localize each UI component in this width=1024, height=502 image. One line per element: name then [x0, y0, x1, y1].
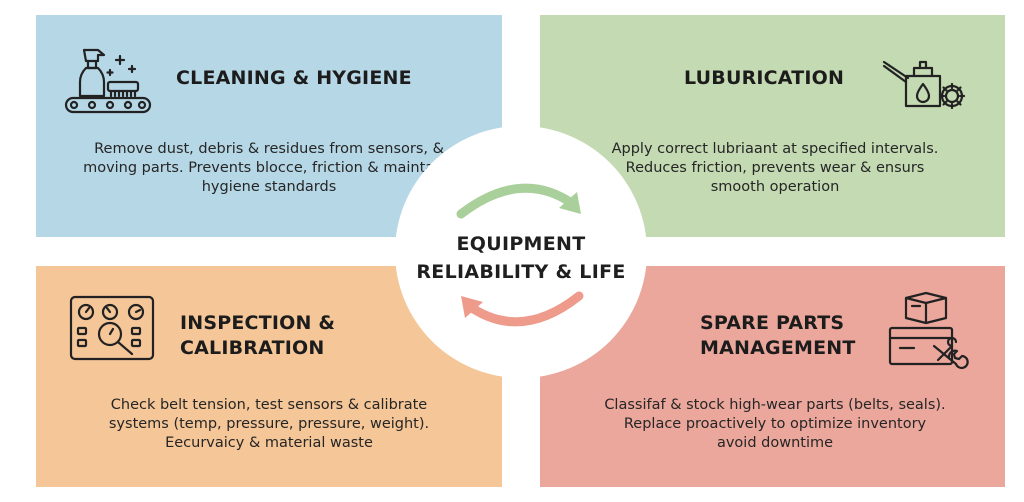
lubrication-description-line: smooth operation [710, 179, 840, 195]
center-hub: EQUIPMENT RELIABILITY & LIFE [395, 126, 647, 378]
oil-can-gear-icon [880, 48, 976, 114]
spare-parts-description: Classifaf & stock high-wear parts (belts… [560, 396, 990, 453]
inspection-description: Check belt tension, test sensors & calib… [40, 396, 498, 453]
inspection-description-line: Eecurvaicy & material waste [165, 435, 373, 451]
cleaning-title: CLEANING & HYGIENE [176, 67, 412, 89]
inspection-title: INSPECTION & CALIBRATION [180, 311, 335, 361]
spare-parts-title-line: MANAGEMENT [700, 337, 856, 359]
cleaning-description-line: moving parts. Prevents blocce, friction … [83, 160, 455, 176]
boxes-wrench-icon [884, 290, 974, 372]
cycle-arrow-bottom-icon [461, 291, 584, 327]
lubrication-description: Apply correct lubriaant at specified int… [560, 140, 990, 197]
spare-parts-description-line: Classifaf & stock high-wear parts (belts… [604, 397, 946, 413]
gauge-panel-magnifier-icon [68, 294, 158, 364]
inspection-description-line: systems (temp, pressure, pressure, weigh… [108, 416, 430, 432]
inspection-description-line: Check belt tension, test sensors & calib… [110, 397, 428, 413]
spare-parts-description-line: avoid downtime [716, 435, 834, 451]
spray-bottle-brush-conveyor-icon [62, 42, 162, 118]
cycle-arrow-top-icon [456, 183, 581, 219]
lubrication-title: LUBURICATION [684, 67, 845, 89]
center-title-line-1: EQUIPMENT [456, 233, 586, 255]
lubrication-description-line: Apply correct lubriaant at specified int… [611, 141, 939, 157]
inspection-title-line: CALIBRATION [180, 337, 325, 359]
center-title-line-2: RELIABILITY & LIFE [416, 261, 626, 283]
cleaning-description-line: Remove dust, debris & residues from sens… [94, 141, 444, 157]
spare-parts-title-line: SPARE PARTS [700, 312, 845, 334]
spare-parts-description-line: Replace proactively to optimize inventor… [623, 416, 927, 432]
lubrication-description-line: Reduces friction, prevents wear & ensurs [625, 160, 925, 176]
cleaning-description: Remove dust, debris & residues from sens… [40, 140, 498, 197]
inspection-title-line: INSPECTION & [180, 312, 336, 334]
cleaning-description-line: hygiene standards [201, 179, 337, 195]
spare-parts-title: SPARE PARTS MANAGEMENT [700, 311, 856, 361]
